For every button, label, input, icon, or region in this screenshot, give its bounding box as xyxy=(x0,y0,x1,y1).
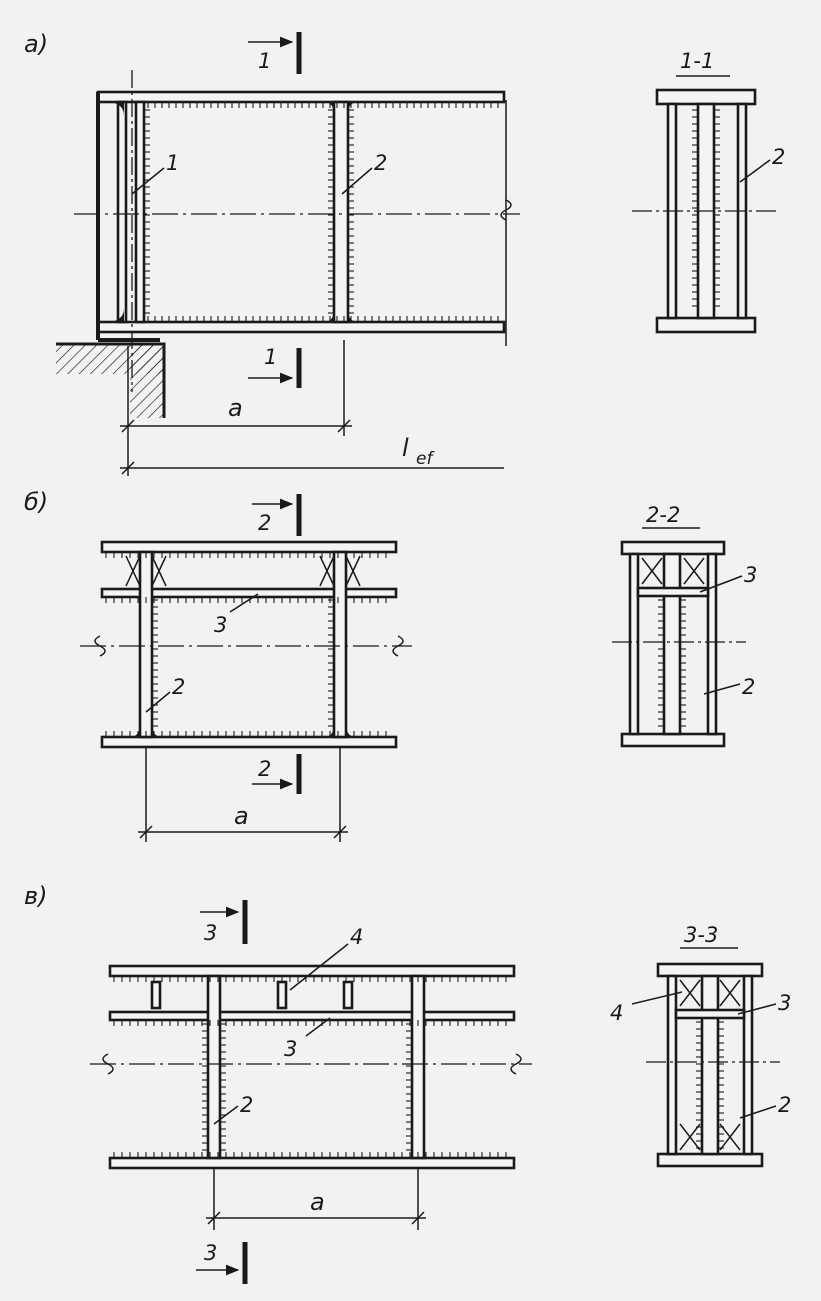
cut-mark-label: 3 xyxy=(204,1241,217,1265)
section-title-3-3: 3-3 xyxy=(684,923,718,947)
section-top-flange xyxy=(655,88,757,106)
dimension-spacing-a: a xyxy=(234,802,249,830)
dimension-span-subscript: ef xyxy=(416,449,435,469)
top-flange xyxy=(108,964,516,978)
stiffener-label-2: 2 xyxy=(172,675,185,699)
section-bottom-flange xyxy=(655,316,757,334)
variant-c-tag: в) xyxy=(24,882,48,910)
short-rib-label-4: 4 xyxy=(350,925,363,949)
cut-mark-1-top: 1 xyxy=(248,32,302,74)
transverse-stiffener-2 xyxy=(206,974,222,1160)
cut-mark-label: 1 xyxy=(258,49,271,73)
section-top-flange xyxy=(620,540,726,556)
section-3-3: 3-3 4 3 2 xyxy=(610,923,791,1168)
cut-mark-2-top: 2 xyxy=(252,494,302,536)
variant-c: в) 3 4 3 2 xyxy=(24,882,791,1284)
section-web xyxy=(662,552,682,736)
dimension-lef: l ef xyxy=(120,434,504,475)
section-label-3: 3 xyxy=(778,991,791,1015)
stiffener-label-2: 2 xyxy=(374,151,387,175)
support-wall xyxy=(56,342,166,418)
section-top-flange xyxy=(656,962,764,978)
section-title-1-1: 1-1 xyxy=(680,49,714,73)
cut-mark-3-bottom: 3 xyxy=(196,1241,248,1284)
stiffener-label-2: 2 xyxy=(240,1093,253,1117)
section-rib-3 xyxy=(674,1008,746,1020)
short-rib-4 xyxy=(276,980,288,1010)
section-bottom-flange xyxy=(656,1152,764,1168)
cut-mark-1-bottom: 1 xyxy=(248,345,302,388)
variant-a-tag: а) xyxy=(24,30,48,58)
section-bottom-flange xyxy=(620,732,726,748)
dimension-b: a xyxy=(138,747,348,842)
stiffener-label-1: 1 xyxy=(166,151,179,175)
dimension-span-l: l xyxy=(402,434,409,462)
variant-a: а) 1 xyxy=(24,30,785,476)
longitudinal-rib-3 xyxy=(100,587,398,599)
cut-mark-label: 1 xyxy=(264,345,277,369)
dimension-spacing-a: a xyxy=(310,1188,325,1216)
bottom-flange xyxy=(100,735,398,749)
support-stiffener-1 xyxy=(116,100,128,324)
section-label-3: 3 xyxy=(744,563,757,587)
cut-mark-label: 3 xyxy=(204,921,217,945)
cut-mark-label: 2 xyxy=(258,511,271,535)
top-flange xyxy=(96,90,506,104)
dimension-a: a xyxy=(120,340,352,476)
section-web xyxy=(700,974,720,1156)
section-rib-3 xyxy=(636,586,710,598)
section-title-2-2: 2-2 xyxy=(646,503,680,527)
section-label-2: 2 xyxy=(778,1093,791,1117)
girder-elevation-c: 4 3 2 xyxy=(90,925,532,1170)
cut-mark-label: 2 xyxy=(258,757,271,781)
variant-b-tag: б) xyxy=(24,488,48,516)
bottom-flange xyxy=(108,1156,516,1170)
short-rib-4 xyxy=(150,980,162,1010)
cut-mark-3-top: 3 xyxy=(200,900,248,945)
intermediate-stiffener-2 xyxy=(332,100,350,324)
transverse-stiffener-2 xyxy=(332,550,348,739)
dimension-c: a xyxy=(206,1168,426,1230)
girder-elevation-b: 3 2 xyxy=(80,540,412,749)
section-1-1: 1-1 2 xyxy=(632,49,785,334)
top-flange xyxy=(100,540,398,554)
cut-mark-2-bottom: 2 xyxy=(252,754,302,794)
section-label-4: 4 xyxy=(610,1001,623,1025)
transverse-stiffener-2 xyxy=(410,974,426,1160)
girder-elevation-a: 1 2 xyxy=(74,70,520,392)
variant-b: б) 2 xyxy=(24,488,757,842)
dimension-spacing-a: a xyxy=(228,394,243,422)
rib-label-3: 3 xyxy=(214,613,227,637)
section-label-2: 2 xyxy=(772,145,785,169)
section-2-2: 2-2 3 2 xyxy=(612,503,757,748)
section-label-2: 2 xyxy=(742,675,755,699)
bottom-flange xyxy=(96,320,506,334)
rib-label-3: 3 xyxy=(284,1037,297,1061)
short-rib-4 xyxy=(342,980,354,1010)
longitudinal-rib-3 xyxy=(108,1010,516,1022)
